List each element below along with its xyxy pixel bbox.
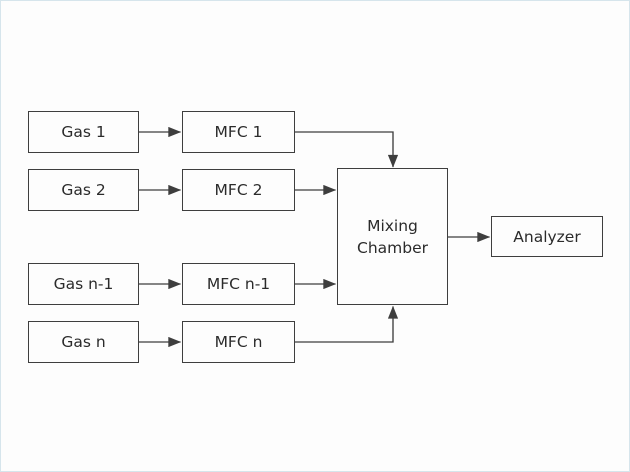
node-gas-n: Gas n (28, 321, 139, 363)
node-mfc-2: MFC 2 (182, 169, 295, 211)
node-gas-1: Gas 1 (28, 111, 139, 153)
node-analyzer: Analyzer (491, 216, 603, 257)
node-mfc-n-1: MFC n-1 (182, 263, 295, 305)
edge-mfc1-mixing (295, 131, 399, 168)
node-mfc-n: MFC n (182, 321, 295, 363)
node-gas-n-1: Gas n-1 (28, 263, 139, 305)
edge-mfcn-mixing (295, 305, 399, 343)
node-mixing-chamber: Mixing Chamber (337, 168, 448, 305)
node-mfc-1: MFC 1 (182, 111, 295, 153)
node-gas-2: Gas 2 (28, 169, 139, 211)
